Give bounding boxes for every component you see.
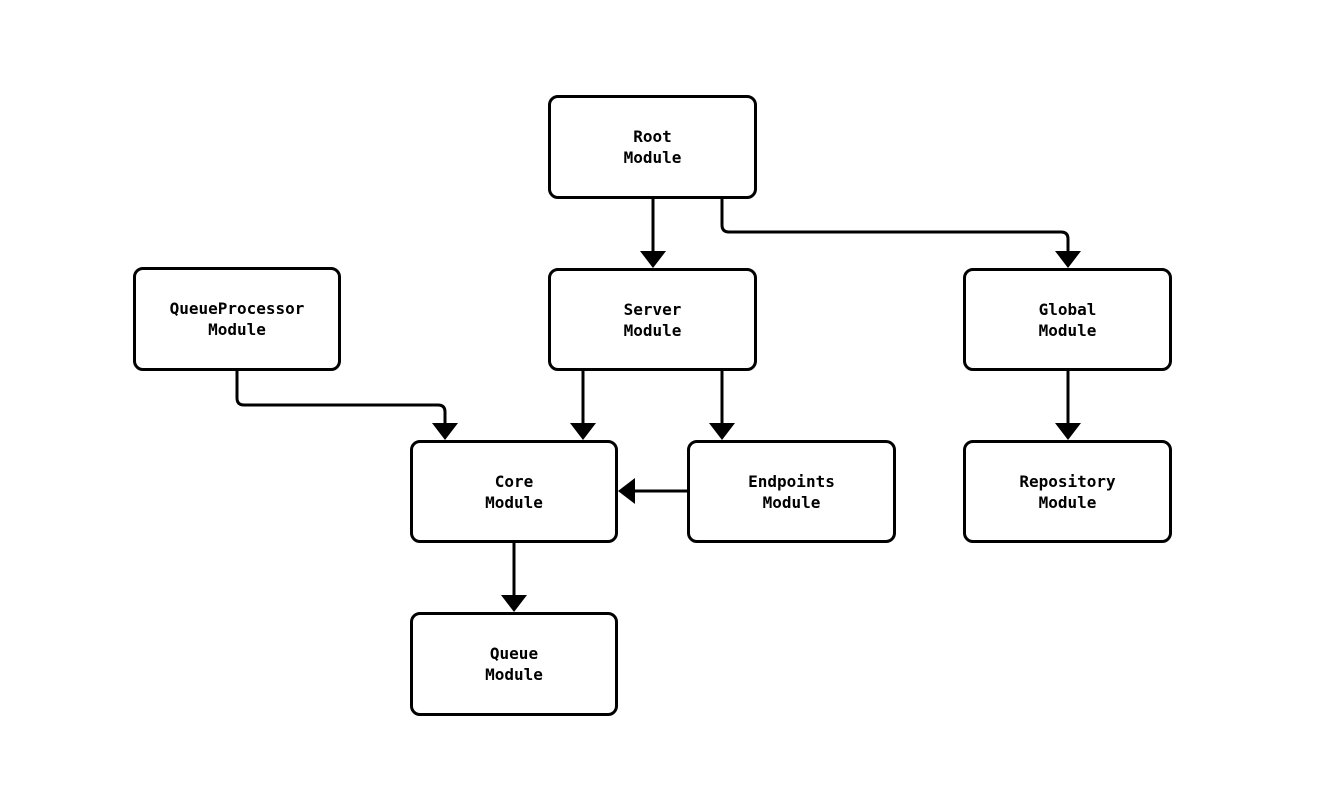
- node-label-line2: Module: [485, 665, 543, 684]
- arrowhead-icon: [501, 595, 527, 612]
- edge-root-to-global: [720, 199, 1081, 268]
- node-label-line2: Module: [1038, 320, 1097, 340]
- arrowhead-icon: [432, 423, 458, 440]
- arrowhead-icon: [570, 423, 596, 440]
- node-label-line2: Module: [208, 320, 266, 339]
- arrowhead-icon: [618, 478, 635, 504]
- edge-server-to-core: [570, 371, 596, 440]
- edge-queueprocessor-to-core: [235, 370, 458, 440]
- node-label-line1: Endpoints: [748, 471, 835, 491]
- arrowhead-icon: [709, 423, 735, 440]
- edge-core-to-queue: [501, 543, 527, 612]
- node-label-line1: QueueProcessor: [169, 299, 305, 318]
- edge-global-to-repository: [1055, 371, 1081, 440]
- edge-root-to-server: [640, 199, 666, 268]
- node-label-line1: Repository: [1019, 471, 1116, 491]
- edge-line-root-to-global: [720, 199, 1070, 252]
- arrowhead-icon: [1055, 423, 1081, 440]
- edge-endpoints-to-core: [618, 478, 687, 504]
- node-label-line1: Core: [494, 471, 534, 491]
- node-label-line1: Global: [1038, 299, 1097, 319]
- node-label-line1: Queue: [489, 644, 539, 663]
- arrowhead-icon: [640, 251, 666, 268]
- arrowhead-icon: [1055, 251, 1081, 268]
- node-label-line2: Module: [485, 492, 543, 512]
- node-label-line2: Module: [623, 320, 682, 340]
- node-label-line2: Module: [623, 148, 682, 167]
- node-label-line1: Server: [623, 299, 682, 319]
- node-label-line2: Module: [762, 492, 821, 512]
- edge-server-to-endpoints: [709, 371, 735, 440]
- node-label-line1: Root: [633, 127, 672, 146]
- node-label-line2: Module: [1038, 492, 1097, 512]
- edge-line-queueprocessor-to-core: [235, 370, 447, 424]
